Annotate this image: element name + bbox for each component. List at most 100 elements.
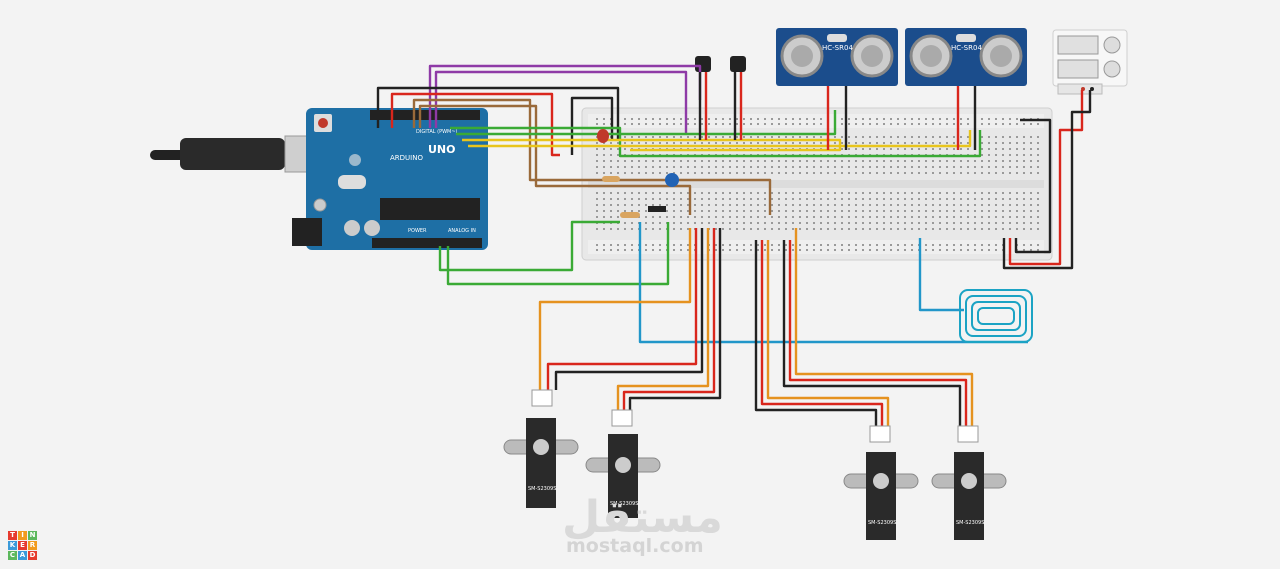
- breadboard-hole: [694, 222, 696, 224]
- breadboard-hole: [904, 198, 906, 200]
- capacitor[interactable]: [665, 173, 679, 187]
- breadboard-hole: [680, 244, 682, 246]
- breadboard-hole: [813, 244, 815, 246]
- breadboard-hole: [1023, 210, 1025, 212]
- breadboard-hole: [624, 160, 626, 162]
- breadboard-hole: [869, 249, 871, 251]
- breadboard-hole: [876, 142, 878, 144]
- breadboard-hole: [799, 204, 801, 206]
- breadboard-hole: [1009, 154, 1011, 156]
- display-module[interactable]: [1052, 29, 1128, 95]
- diode[interactable]: [648, 206, 666, 212]
- breadboard-hole: [1023, 198, 1025, 200]
- breadboard-hole: [715, 142, 717, 144]
- breadboard-hole: [918, 148, 920, 150]
- breadboard-hole: [904, 160, 906, 162]
- breadboard-hole: [918, 210, 920, 212]
- breadboard-hole: [750, 249, 752, 251]
- breadboard-hole: [995, 249, 997, 251]
- breadboard-hole: [974, 172, 976, 174]
- breadboard-hole: [729, 210, 731, 212]
- breadboard-hole: [645, 216, 647, 218]
- arduino-uno-board[interactable]: ARDUINO UNO DIGITAL (PWM~) ANALOG IN POW…: [292, 108, 488, 250]
- breadboard-hole: [806, 204, 808, 206]
- breadboard-hole: [743, 172, 745, 174]
- sensor-component-2[interactable]: [730, 56, 746, 72]
- breadboard-hole: [1037, 249, 1039, 251]
- breadboard-hole: [736, 204, 738, 206]
- breadboard-hole: [939, 216, 941, 218]
- breadboard-hole: [1037, 204, 1039, 206]
- breadboard-hole: [883, 249, 885, 251]
- resistor-2[interactable]: [620, 212, 640, 218]
- breadboard-hole: [666, 192, 668, 194]
- breadboard-hole: [764, 166, 766, 168]
- breadboard-hole: [1023, 192, 1025, 194]
- breadboard-hole: [694, 166, 696, 168]
- breadboard-hole: [939, 244, 941, 246]
- breadboard-hole: [995, 222, 997, 224]
- breadboard-hole: [799, 198, 801, 200]
- breadboard-hole: [708, 192, 710, 194]
- servo-4[interactable]: SM-S2309S: [931, 425, 1007, 540]
- breadboard-hole: [610, 160, 612, 162]
- sensor-component-1[interactable]: [695, 56, 711, 72]
- breadboard-hole: [883, 142, 885, 144]
- breadboard-hole: [645, 210, 647, 212]
- breadboard-hole: [666, 136, 668, 138]
- breadboard-hole: [967, 244, 969, 246]
- servo-2[interactable]: SM-S2309S: [585, 409, 661, 518]
- breadboard-hole: [687, 228, 689, 230]
- breadboard-hole: [617, 160, 619, 162]
- coil-component[interactable]: [959, 289, 1033, 343]
- breadboard-hole: [876, 204, 878, 206]
- breadboard-hole: [897, 210, 899, 212]
- ultrasonic-sensor-1[interactable]: HC-SR04: [776, 28, 898, 86]
- breadboard-hole: [918, 216, 920, 218]
- ultrasonic-sensor-2[interactable]: HC-SR04: [905, 28, 1027, 86]
- breadboard-hole: [918, 192, 920, 194]
- breadboard-hole: [890, 166, 892, 168]
- breadboard-hole: [848, 228, 850, 230]
- breadboard-hole: [841, 118, 843, 120]
- breadboard-hole: [848, 166, 850, 168]
- breadboard-hole: [687, 142, 689, 144]
- breadboard-hole: [659, 160, 661, 162]
- breadboard-hole: [736, 160, 738, 162]
- breadboard-hole: [750, 204, 752, 206]
- breadboard-hole: [715, 244, 717, 246]
- breadboard-hole: [624, 210, 626, 212]
- breadboard-hole: [624, 142, 626, 144]
- breadboard[interactable]: [581, 107, 1053, 261]
- breadboard-hole: [792, 160, 794, 162]
- breadboard-hole: [897, 204, 899, 206]
- led-red[interactable]: [597, 129, 609, 143]
- breadboard-hole: [862, 123, 864, 125]
- breadboard-hole: [974, 204, 976, 206]
- breadboard-hole: [687, 166, 689, 168]
- breadboard-hole: [967, 118, 969, 120]
- resistor-1[interactable]: [602, 176, 620, 182]
- breadboard-hole: [981, 204, 983, 206]
- breadboard-hole: [1037, 136, 1039, 138]
- breadboard-hole: [799, 123, 801, 125]
- servo-3[interactable]: SM-S2309S: [843, 425, 919, 540]
- breadboard-hole: [1002, 166, 1004, 168]
- breadboard-hole: [848, 204, 850, 206]
- breadboard-hole: [876, 148, 878, 150]
- breadboard-hole: [1002, 160, 1004, 162]
- breadboard-hole: [1023, 142, 1025, 144]
- breadboard-hole: [890, 172, 892, 174]
- arduino-brand-text: ARDUINO: [390, 154, 423, 162]
- servo-1[interactable]: SM-S2309S: [503, 389, 579, 508]
- breadboard-hole: [1037, 216, 1039, 218]
- breadboard-hole: [918, 172, 920, 174]
- breadboard-hole: [925, 198, 927, 200]
- breadboard-hole: [1023, 249, 1025, 251]
- breadboard-hole: [1037, 192, 1039, 194]
- breadboard-hole: [834, 228, 836, 230]
- breadboard-hole: [638, 142, 640, 144]
- breadboard-hole: [631, 172, 633, 174]
- breadboard-hole: [771, 216, 773, 218]
- breadboard-hole: [715, 228, 717, 230]
